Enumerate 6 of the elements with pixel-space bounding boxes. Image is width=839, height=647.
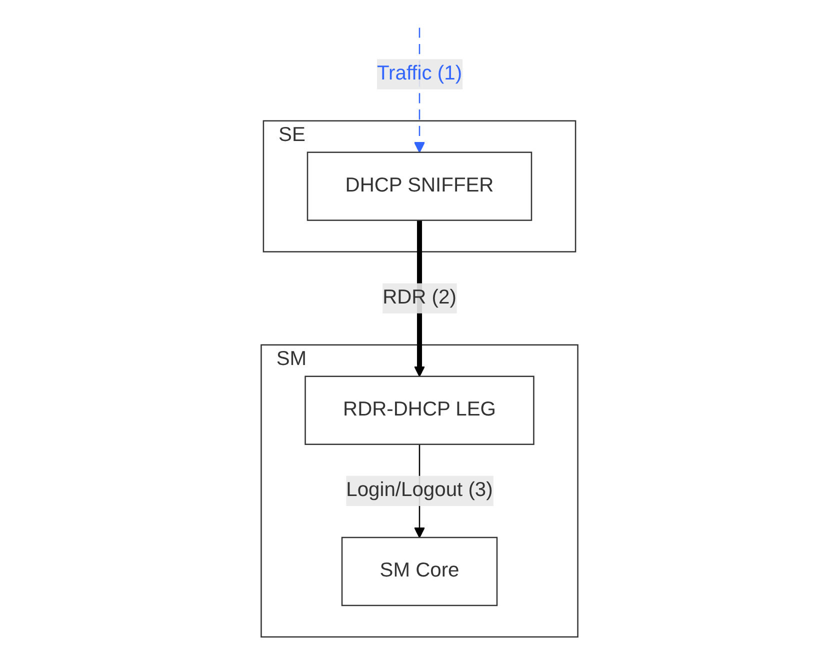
edge-label: RDR (2) <box>382 286 456 308</box>
node-box: SM Core <box>341 536 498 606</box>
node-box: RDR-DHCP LEG <box>304 376 534 445</box>
edge-label: Traffic (1) <box>376 62 462 84</box>
node-box: DHCP SNIFFER <box>306 152 532 221</box>
edge-label: Login/Logout (3) <box>346 480 493 501</box>
